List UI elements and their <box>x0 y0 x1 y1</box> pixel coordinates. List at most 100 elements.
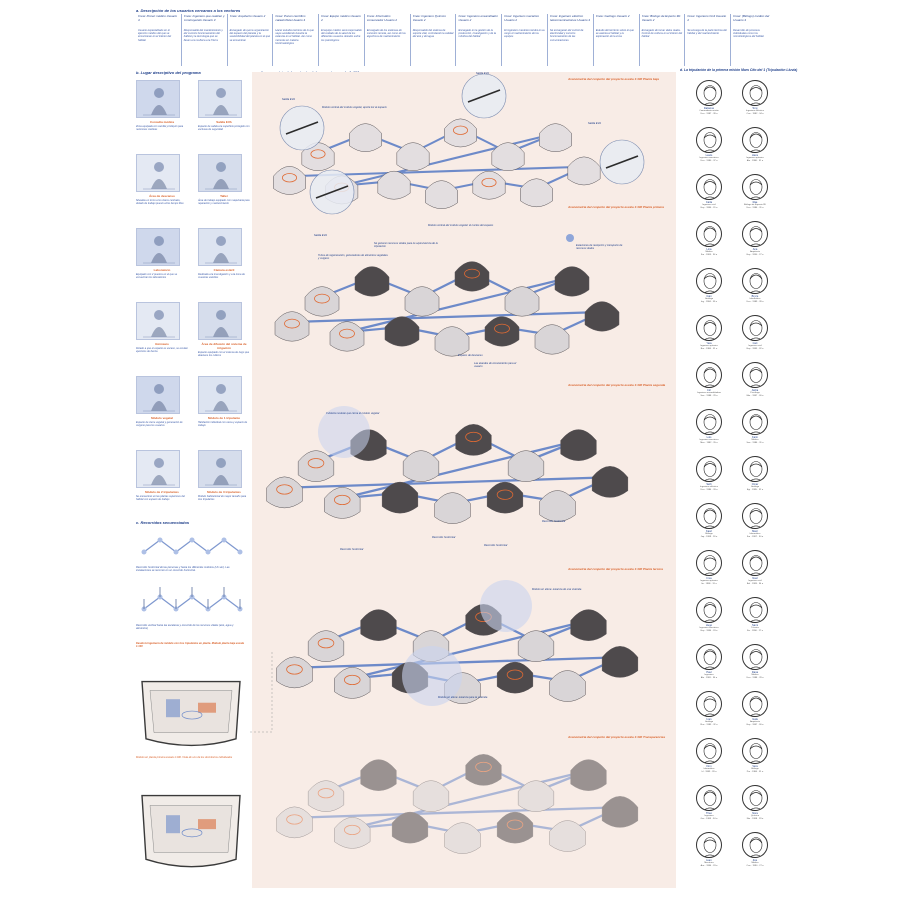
sequence-path <box>175 596 193 610</box>
program-name: Área de difusión del sistema de irrigaci… <box>201 342 247 350</box>
user-column-description: Desarrollo de procesos individuales como… <box>733 29 764 39</box>
program-description: Módulo habitacional de mayor tamaño para… <box>198 495 247 501</box>
crew-data: Mex · 1982 · 35 a <box>700 441 718 444</box>
crew-name: Cari <box>752 342 758 345</box>
habitat-module <box>601 646 639 678</box>
user-column-description: El ingeniero mecánico tendrá en su cargo… <box>504 29 545 39</box>
connector-tube <box>291 310 603 324</box>
user-column-name: Crew: Ingeniero Químico Usuario 2 <box>412 15 446 22</box>
crew-portrait-icon <box>742 80 768 106</box>
connector-tube <box>351 769 589 830</box>
crew-portrait-icon <box>696 315 722 341</box>
program-name: Cámara estéril <box>213 268 235 272</box>
user-column-name: Crew: Ingeniero Civil Usuario 2 <box>687 15 727 22</box>
habitat-module <box>360 609 397 641</box>
user-column-name: Crew: Informático conservador Usuario 2 <box>366 15 398 22</box>
annotation-rest-area: Espacio de descanso <box>458 354 483 357</box>
crew-role: Médico <box>705 251 713 253</box>
crew-data: Fra · 1987 · 30 a <box>746 535 764 538</box>
crew-role: Informático <box>703 768 715 770</box>
crew-role: Ingeniera ensambladora <box>697 392 721 394</box>
vegetal-core-ring <box>481 177 497 188</box>
habitat-module <box>324 487 361 519</box>
sequence-path <box>159 539 177 553</box>
crew-role: Bióloga <box>751 768 759 770</box>
crew-role: Médica <box>751 439 759 441</box>
sequence-path <box>223 596 241 610</box>
program-illustration <box>198 376 242 414</box>
habitat-module <box>486 481 524 514</box>
program-illustration <box>198 302 242 340</box>
habitat-module <box>567 156 601 186</box>
habitat-module <box>273 166 306 195</box>
crew-role: Química <box>750 815 760 817</box>
crew-name: Tony <box>752 107 758 110</box>
crew-name: Cain <box>706 295 712 298</box>
vegetal-core-ring <box>464 268 480 279</box>
crew-role: Comandante misión <box>699 110 719 112</box>
crew-name: Dalianne <box>703 107 715 110</box>
vertical-sequence-diagram <box>141 587 243 612</box>
program-illustration <box>136 450 180 488</box>
program-illustration <box>136 302 180 340</box>
habitat-module <box>391 811 429 844</box>
user-column-description: Se encargarán del control de electricida… <box>550 29 584 42</box>
sequence-node <box>205 549 211 555</box>
crew-name: Seth <box>706 483 712 486</box>
habitat-module <box>349 123 382 152</box>
crew-data: Esp · 1986 · 31 a <box>700 206 718 209</box>
habitat-module <box>534 324 570 355</box>
module-core-ring <box>181 828 203 838</box>
sequence-path <box>191 596 209 610</box>
program-name: Módulo de 3 tripulantes <box>207 490 241 494</box>
vegetal-core-ring <box>276 484 293 495</box>
vegetal-core-ring <box>281 173 298 183</box>
connector-tube <box>341 132 556 187</box>
crew-role: Ingeniera química <box>700 580 718 582</box>
plan-title-transparent: Axonometría del conjunto del proyecto es… <box>568 735 666 739</box>
crew-portrait-icon <box>742 362 768 388</box>
module-furniture <box>166 699 180 718</box>
axonometry-panel: Axonometría del conjunto del proyecto es… <box>250 72 676 888</box>
crew-data: Usa · 1988 · 29 a <box>746 676 764 679</box>
crew-role: Bióloga <box>705 533 713 535</box>
crew-data: Jap · 1989 · 28 a <box>700 535 718 538</box>
crew-name: Hans <box>751 154 759 157</box>
program-name: Área de descanso <box>149 194 175 198</box>
crew-name: Vera <box>752 765 758 768</box>
sequence-node <box>189 537 195 543</box>
user-column-name: Crew: Ingeniero que realizan y construye… <box>183 15 225 22</box>
habitat-module <box>396 142 430 171</box>
crew-role: Ingeniero químico <box>746 157 764 159</box>
habitat-module <box>276 806 313 839</box>
crew-name: Hugo <box>705 624 713 627</box>
habitat-module <box>360 759 397 791</box>
crew-role: Biólogo de Experto 3D <box>744 204 766 206</box>
user-column-name: Crew: Equipo médico Usuario 2 <box>321 15 361 22</box>
habitat-module <box>570 609 607 641</box>
crew-portrait-icon <box>742 456 768 482</box>
program-name: Módulo de 2 tripulantes <box>145 490 179 494</box>
crew-name: Noel <box>752 577 758 580</box>
crew-role: Técnico <box>751 627 759 629</box>
crew-portrait-icon <box>742 409 768 435</box>
program-description: Espacio de salida a la superficie proteg… <box>198 125 250 131</box>
habitat-module <box>455 424 492 456</box>
user-column-name: Crew: Ingeniero mecánico Usuario 2 <box>504 15 540 22</box>
habitat-module <box>404 286 440 317</box>
crew-data: Can · 1990 · 27 a <box>746 864 764 867</box>
sequence-caption-horizontal: Recorrido horizontal de las personas y h… <box>136 566 230 573</box>
crew-data: Usa · 1980 · 37 a <box>700 159 718 162</box>
